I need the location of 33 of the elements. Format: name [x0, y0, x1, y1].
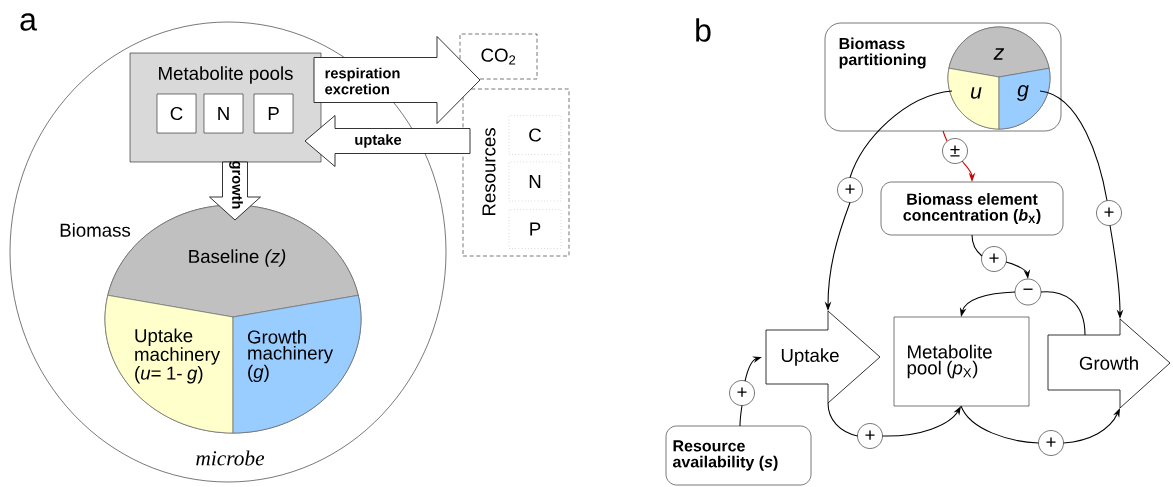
- pie-slice: u: [947, 67, 1000, 130]
- curved-line: [971, 234, 983, 257]
- edge-label: uptake: [355, 134, 402, 148]
- pie-slice: Uptake machinery (u= 1- g): [104, 294, 234, 434]
- pie-slice: Growth machinery (g): [232, 294, 362, 434]
- element-box: P: [508, 209, 562, 249]
- rounded-box: Biomass element concentration (b$_{X}$): [880, 181, 1064, 236]
- curved-line: [827, 402, 859, 437]
- step-box: Uptake: [765, 310, 881, 404]
- element-box: C: [156, 93, 197, 134]
- curved-arrow: [744, 356, 762, 382]
- element-box: N: [508, 161, 562, 202]
- element-box: P: [253, 93, 294, 134]
- edge-label: respiration excretion: [325, 67, 400, 95]
- process-box: Metabolite pool (p$_{X}$): [893, 316, 1030, 407]
- pie-slice: z: [948, 26, 1050, 78]
- step-box: Growth: [1047, 318, 1171, 409]
- block-arrow: [209, 161, 261, 221]
- element-box: N: [203, 93, 244, 134]
- pie-slice: g: [998, 67, 1051, 130]
- curved-line: [1040, 291, 1086, 336]
- curved-line: [960, 405, 1040, 444]
- curved-arrow: [1062, 408, 1120, 444]
- block-arrow: [304, 115, 471, 167]
- curved-line: [942, 130, 948, 142]
- curved-line: [849, 90, 953, 179]
- curved-line: [739, 404, 743, 427]
- curved-arrow: [881, 406, 961, 437]
- panel-label: b: [696, 18, 711, 42]
- curved-line: [1039, 90, 1108, 202]
- block-arrow: [313, 36, 481, 124]
- rounded-box: Resource availability (s): [665, 425, 812, 486]
- element-box: C: [508, 115, 562, 155]
